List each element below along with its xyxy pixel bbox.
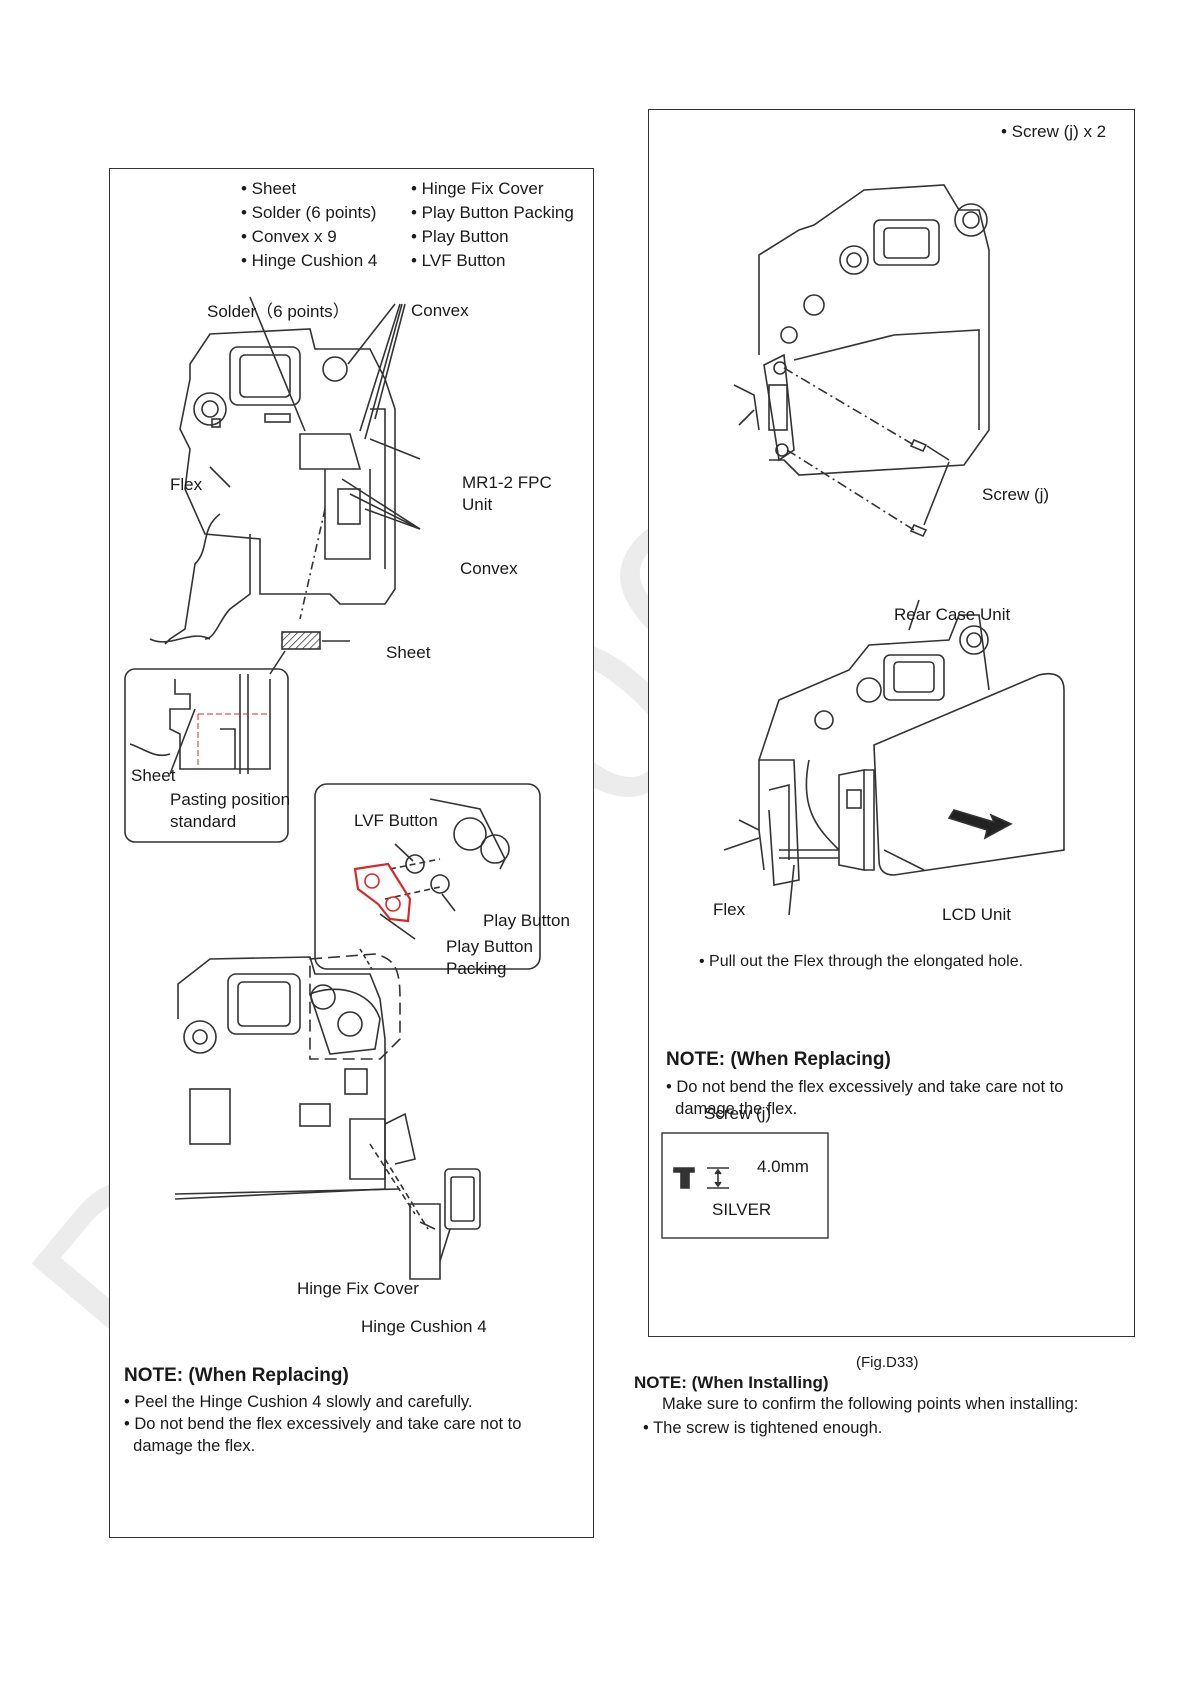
screw-spec-caption: Screw (j) — [704, 1104, 772, 1123]
label-hinge-fix-cover: Hinge Fix Cover — [297, 1279, 419, 1298]
label-mr-fpc-1: MR1-2 FPC — [462, 473, 552, 492]
label-convex-top: Convex — [411, 301, 469, 320]
part-play-button-packing: • Play Button Packing — [411, 203, 574, 222]
part-lvf-button: • LVF Button — [411, 251, 506, 270]
figure-caption: (Fig.D33) — [856, 1354, 919, 1371]
right-header-screw-count: • Screw (j) x 2 — [1001, 122, 1107, 141]
screw-spec-finish: SILVER — [712, 1200, 772, 1219]
right-note-title: NOTE: (When Replacing) — [666, 1049, 891, 1070]
screw-spec-length: 4.0mm — [757, 1157, 809, 1176]
label-pasting-1: Pasting position — [170, 790, 291, 809]
label-pull-out: • Pull out the Flex through the elongate… — [699, 953, 1024, 970]
label-inset-sheet: Sheet — [131, 766, 176, 785]
part-sheet: • Sheet — [241, 179, 297, 198]
label-screw-j: Screw (j) — [982, 485, 1050, 504]
part-convex: • Convex x 9 — [241, 227, 337, 246]
label-solder: Solder（6 points） — [207, 302, 350, 321]
label-right-flex: Flex — [713, 900, 746, 919]
label-rear-case-unit: Rear Case Unit — [894, 605, 1011, 624]
right-note-line-1: • Do not bend the flex excessively and t… — [666, 1078, 1064, 1096]
right-illustrations — [661, 184, 1065, 1239]
left-note-line-1: • Peel the Hinge Cushion 4 slowly and ca… — [124, 1393, 473, 1411]
left-note-line-3: damage the flex. — [124, 1437, 256, 1455]
left-panel: • Sheet • Solder (6 points) • Convex x 9… — [109, 168, 594, 1538]
part-hinge-cushion: • Hinge Cushion 4 — [241, 251, 378, 270]
part-play-button: • Play Button — [411, 227, 509, 246]
left-note-line-2: • Do not bend the flex excessively and t… — [124, 1415, 522, 1433]
label-play-packing-1: Play Button — [446, 937, 533, 956]
left-illustrations — [124, 296, 541, 1280]
label-mr-fpc-2: Unit — [462, 495, 493, 514]
part-solder: • Solder (6 points) — [241, 203, 377, 222]
play-button-packing-highlight — [353, 862, 412, 923]
left-note-title: NOTE: (When Replacing) — [124, 1365, 349, 1386]
label-sheet: Sheet — [386, 643, 431, 662]
label-pasting-2: standard — [170, 812, 237, 831]
right-note-line-2: damage the flex. — [666, 1100, 798, 1118]
right-panel: • Screw (j) x 2 Screw (j) Rear Case Unit… — [648, 109, 1135, 1337]
label-play-button: Play Button — [483, 911, 570, 930]
label-convex-mid: Convex — [460, 559, 518, 578]
label-lcd-unit: LCD Unit — [942, 905, 1011, 924]
part-hinge-fix-cover: • Hinge Fix Cover — [411, 179, 544, 198]
label-hinge-cushion: Hinge Cushion 4 — [361, 1317, 487, 1336]
install-note-intro: Make sure to confirm the following point… — [662, 1395, 1079, 1413]
install-note-title: NOTE: (When Installing) — [634, 1373, 829, 1392]
label-flex: Flex — [170, 475, 203, 494]
install-note-item: • The screw is tightened enough. — [643, 1419, 883, 1437]
label-lvf-button: LVF Button — [354, 811, 438, 830]
label-play-packing-2: Packing — [446, 959, 507, 978]
